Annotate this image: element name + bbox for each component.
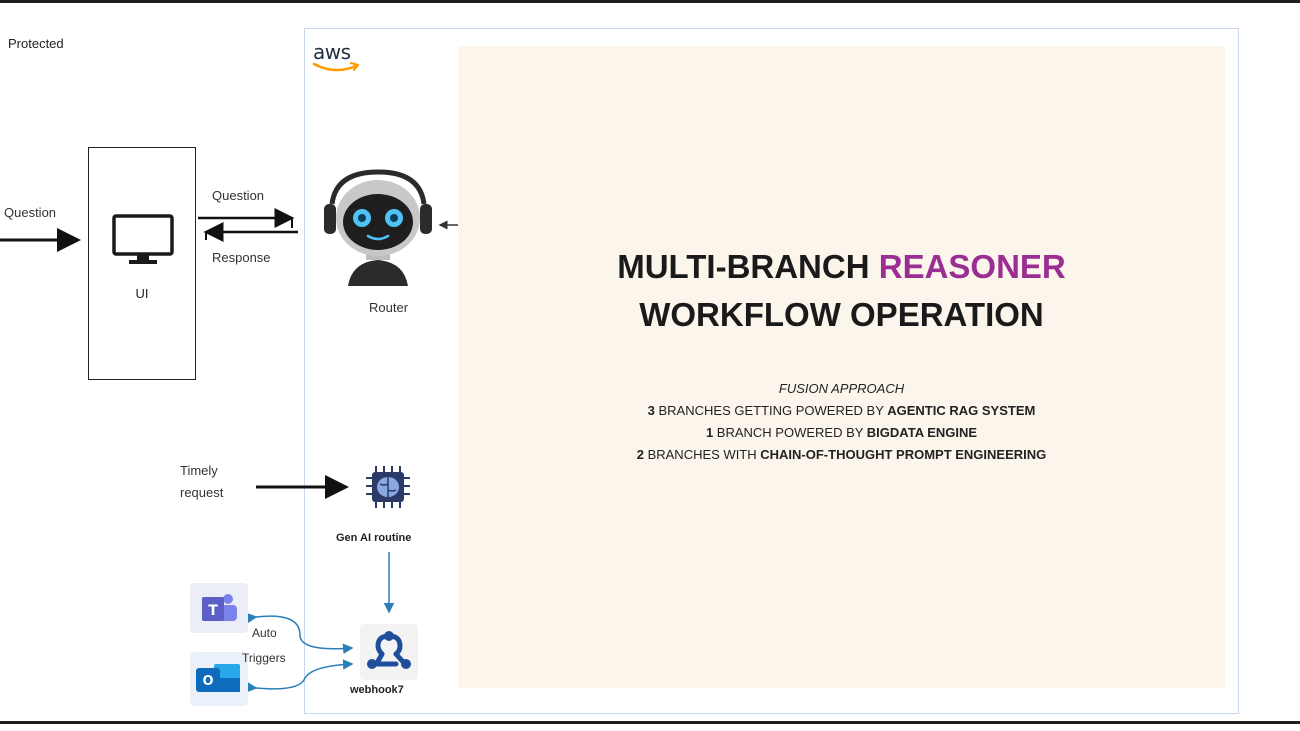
main-title-accent: REASONER <box>878 248 1066 285</box>
chip-brain-icon <box>366 466 410 508</box>
aws-logo-text: aws <box>313 40 351 64</box>
branch-line-2: 1 BRANCH POWERED BY BIGDATA ENGINE <box>458 422 1225 443</box>
approach-line: FUSION APPROACH <box>458 378 1225 399</box>
svg-text:T: T <box>208 603 218 619</box>
ui-box: UI <box>88 147 196 380</box>
timely-request-label-line2: request <box>180 485 224 500</box>
svg-text:O: O <box>202 674 213 689</box>
timely-request-label-line1: Timely <box>180 463 218 478</box>
branch-line-3-bold: CHAIN-OF-THOUGHT PROMPT ENGINEERING <box>760 447 1047 462</box>
branch-line-2-text: BRANCH POWERED BY <box>713 425 867 440</box>
webhook-icon <box>360 624 418 680</box>
router-label: Router <box>369 300 409 315</box>
protected-label: Protected <box>8 36 64 51</box>
webhook-label: webhook7 <box>350 684 404 696</box>
teams-icon: T <box>190 583 248 633</box>
outlook-icon: O <box>190 652 248 706</box>
auto-triggers-label-line2: Triggers <box>242 651 286 665</box>
response-label: Response <box>212 250 271 265</box>
branch-line-1-num: 3 <box>647 403 655 418</box>
main-title-line1: MULTI-BRANCH REASONER <box>458 244 1225 290</box>
approach-label: FUSION APPROACH <box>778 381 905 396</box>
question-to-router-label: Question <box>212 188 265 203</box>
branch-line-2-bold: BIGDATA ENGINE <box>866 425 978 440</box>
genai-routine-label: Gen AI routine <box>336 532 412 544</box>
monitor-icon <box>112 214 174 264</box>
aws-smile-icon <box>312 61 360 72</box>
reasoner-panel <box>458 46 1225 688</box>
robot-icon <box>324 169 432 286</box>
question-in-label: Question <box>4 205 57 220</box>
ui-label: UI <box>135 286 149 301</box>
branch-line-1-text: BRANCHES GETTING POWERED BY <box>654 403 888 418</box>
main-title-line2: WORKFLOW OPERATION <box>639 296 1044 333</box>
frame-top-border <box>0 0 1300 3</box>
branch-line-3: 2 BRANCHES WITH CHAIN-OF-THOUGHT PROMPT … <box>458 444 1225 465</box>
frame-bottom-border <box>0 721 1300 724</box>
auto-triggers-label-line1: Auto <box>252 626 277 640</box>
branch-line-3-text: BRANCHES WITH <box>643 447 761 462</box>
branch-line-1: 3 BRANCHES GETTING POWERED BY AGENTIC RA… <box>458 400 1225 421</box>
branch-line-2-num: 1 <box>705 425 714 440</box>
branch-line-3-num: 2 <box>636 447 644 462</box>
main-title-part1: MULTI-BRANCH <box>617 248 879 285</box>
branch-line-1-bold: AGENTIC RAG SYSTEM <box>887 403 1036 418</box>
